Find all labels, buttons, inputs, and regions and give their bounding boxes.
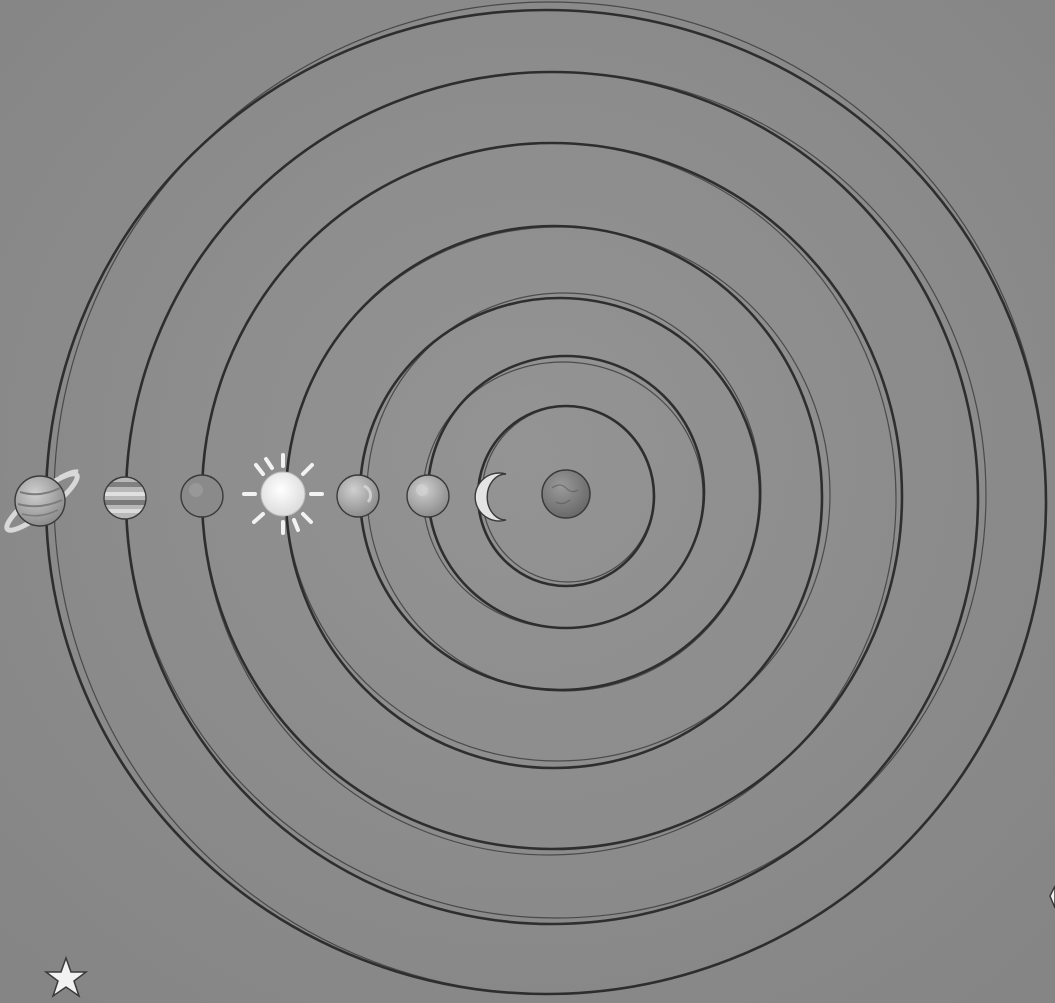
planet-icon (337, 475, 379, 517)
sun-icon (244, 455, 322, 533)
planet-icon (181, 475, 223, 517)
earth-icon (542, 470, 590, 518)
planet-icon (407, 475, 449, 517)
